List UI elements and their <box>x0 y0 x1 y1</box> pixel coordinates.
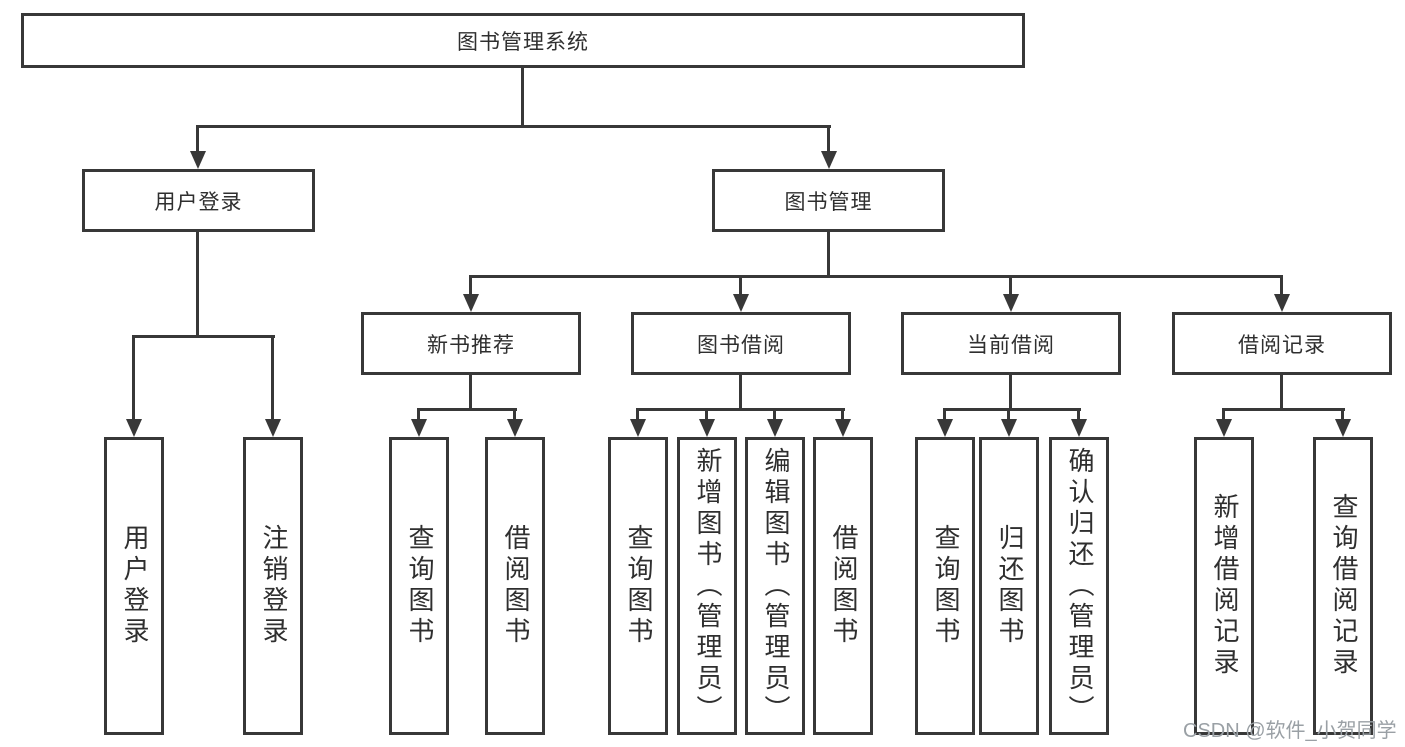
node-label: 查询借阅记录 <box>1328 493 1359 679</box>
node-label: 注销登录 <box>258 524 289 648</box>
node-label: 查询图书 <box>930 524 961 648</box>
node-label: 用户登录 <box>119 524 150 648</box>
node-root-library-system: 图书管理系统 <box>21 13 1025 68</box>
node-label: 编辑图书（管理员） <box>760 446 791 726</box>
node-label: 当前借阅 <box>967 333 1055 357</box>
arrowhead-down-icon <box>733 294 749 312</box>
node-label: 查询图书 <box>623 524 654 648</box>
leaf-current-return-books: 归还图书 <box>979 437 1039 735</box>
node-borrowing-records: 借阅记录 <box>1172 312 1392 375</box>
csdn-watermark: CSDN @软件_小贺同学 <box>1183 720 1397 742</box>
node-new-book-recommend: 新书推荐 <box>361 312 581 375</box>
connector-line <box>827 232 830 278</box>
connector-line <box>739 375 742 411</box>
arrowhead-down-icon <box>463 294 479 312</box>
arrowhead-down-icon <box>699 419 715 437</box>
leaf-borrowing-add-books-admin: 新增图书（管理员） <box>677 437 737 735</box>
connector-line <box>132 335 135 421</box>
leaf-newbooks-borrow-books: 借阅图书 <box>485 437 545 735</box>
connector-line <box>1341 408 1344 422</box>
connector-line <box>705 408 708 422</box>
node-label: 确认归还（管理员） <box>1064 446 1095 726</box>
node-label: 用户登录 <box>154 190 243 214</box>
arrowhead-down-icon <box>1274 294 1290 312</box>
leaf-borrowing-query-books: 查询图书 <box>608 437 668 735</box>
connector-line <box>1222 408 1345 411</box>
connector-line <box>470 275 1283 278</box>
connector-line <box>521 68 524 126</box>
connector-line <box>417 408 517 411</box>
node-label: 新书推荐 <box>427 333 515 357</box>
arrowhead-down-icon <box>1003 294 1019 312</box>
connector-line <box>636 408 845 411</box>
node-label: 图书管理 <box>784 190 873 214</box>
arrowhead-down-icon <box>835 419 851 437</box>
leaf-borrowing-edit-books-admin: 编辑图书（管理员） <box>745 437 805 735</box>
arrowhead-down-icon <box>126 419 142 437</box>
connector-line <box>469 275 472 297</box>
connector-line <box>196 125 199 153</box>
connector-line <box>1009 275 1012 297</box>
connector-line <box>1280 275 1283 297</box>
connector-line <box>827 125 830 153</box>
arrowhead-down-icon <box>937 419 953 437</box>
node-label: 新增借阅记录 <box>1209 493 1240 679</box>
connector-line <box>1007 408 1010 422</box>
arrowhead-down-icon <box>1071 419 1087 437</box>
node-book-borrowing: 图书借阅 <box>631 312 851 375</box>
node-label: 借阅图书 <box>500 524 531 648</box>
connector-line <box>773 408 776 422</box>
node-label: 归还图书 <box>994 524 1025 648</box>
node-label: 借阅记录 <box>1238 333 1326 357</box>
arrowhead-down-icon <box>265 419 281 437</box>
arrowhead-down-icon <box>507 419 523 437</box>
connector-line <box>739 275 742 297</box>
leaf-records-query-record: 查询借阅记录 <box>1313 437 1373 735</box>
node-book-management: 图书管理 <box>712 169 945 232</box>
node-label: 新增图书（管理员） <box>692 446 723 726</box>
leaf-current-confirm-return-admin: 确认归还（管理员） <box>1049 437 1109 735</box>
connector-line <box>132 335 275 338</box>
node-user-login-branch: 用户登录 <box>82 169 315 232</box>
connector-line <box>1222 408 1225 422</box>
arrowhead-down-icon <box>190 151 206 169</box>
node-current-borrowing: 当前借阅 <box>901 312 1121 375</box>
leaf-user-login: 用户登录 <box>104 437 164 735</box>
leaf-borrowing-borrow-books: 借阅图书 <box>813 437 873 735</box>
arrowhead-down-icon <box>767 419 783 437</box>
connector-line <box>469 375 472 411</box>
connector-line <box>1280 375 1283 411</box>
connector-line <box>636 408 639 422</box>
arrowhead-down-icon <box>1216 419 1232 437</box>
leaf-records-add-record: 新增借阅记录 <box>1194 437 1254 735</box>
leaf-current-query-books: 查询图书 <box>915 437 975 735</box>
leaf-newbooks-query-books: 查询图书 <box>389 437 449 735</box>
connector-line <box>1009 375 1012 411</box>
connector-line <box>513 408 516 422</box>
connector-line <box>196 232 199 338</box>
connector-line <box>943 408 1081 411</box>
connector-line <box>841 408 844 422</box>
connector-line <box>1077 408 1080 422</box>
node-label: 图书借阅 <box>697 333 785 357</box>
node-label: 借阅图书 <box>828 524 859 648</box>
connector-line <box>197 125 831 128</box>
node-label: 查询图书 <box>404 524 435 648</box>
arrowhead-down-icon <box>411 419 427 437</box>
arrowhead-down-icon <box>1335 419 1351 437</box>
connector-line <box>417 408 420 422</box>
node-label: 图书管理系统 <box>457 30 589 54</box>
arrowhead-down-icon <box>821 151 837 169</box>
arrowhead-down-icon <box>1001 419 1017 437</box>
arrowhead-down-icon <box>630 419 646 437</box>
connector-line <box>271 335 274 421</box>
connector-line <box>943 408 946 422</box>
leaf-logout: 注销登录 <box>243 437 303 735</box>
